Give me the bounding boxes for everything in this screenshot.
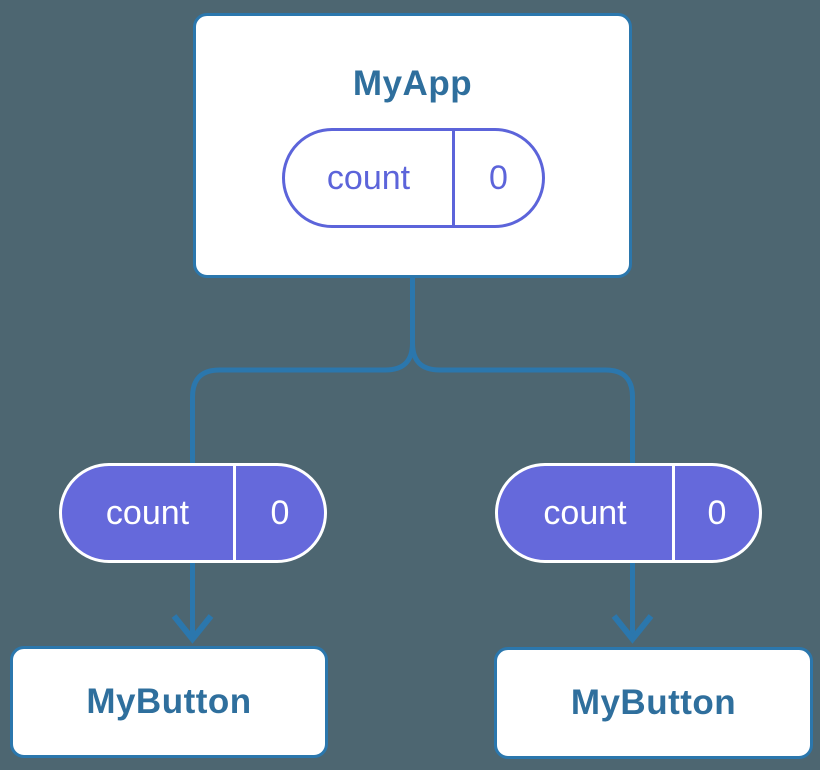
pill-divider xyxy=(233,466,236,560)
pill-divider xyxy=(452,131,455,225)
state-pill-left: count 0 xyxy=(59,463,327,563)
state-value: 0 xyxy=(707,493,727,532)
component-title: MyButton xyxy=(86,682,252,721)
component-node-mybutton-left: MyButton xyxy=(10,646,328,758)
state-pill-right: count 0 xyxy=(495,463,762,563)
pill-divider xyxy=(672,466,675,560)
state-name: count xyxy=(105,493,190,532)
component-title: MyApp xyxy=(352,64,473,103)
component-title: MyButton xyxy=(570,683,737,722)
connector-branch-left xyxy=(190,276,415,637)
state-name: count xyxy=(543,493,627,532)
state-name: count xyxy=(326,158,411,197)
state-value: 0 xyxy=(489,158,508,197)
state-value: 0 xyxy=(270,493,290,532)
arrowhead-right-icon xyxy=(611,614,654,644)
component-node-mybutton-right: MyButton xyxy=(494,647,813,759)
state-pill-myapp: count 0 xyxy=(282,128,545,228)
arrowhead-left-icon xyxy=(171,614,214,644)
connector-branch-right xyxy=(410,342,635,637)
